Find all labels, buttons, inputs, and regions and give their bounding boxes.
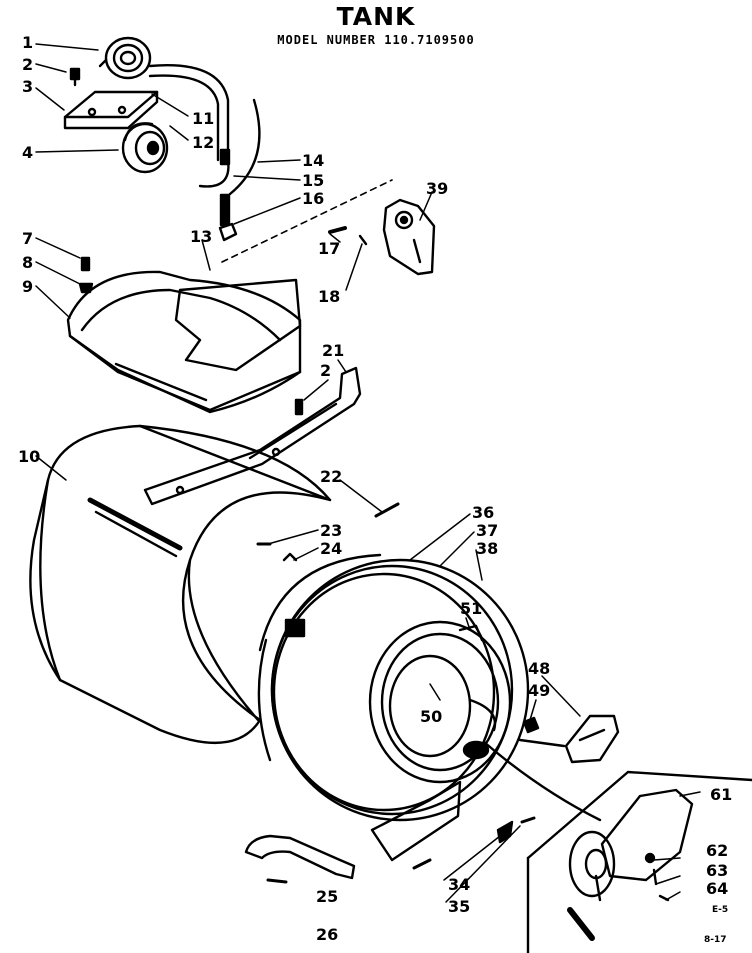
part-label-8: 8: [22, 253, 33, 272]
part-label-group: 1 2 3 4 7 8 9 10 11 12 13 14 15 16 17 18…: [18, 33, 732, 945]
part-label-7: 7: [22, 229, 33, 248]
model-number: MODEL NUMBER 110.7109500: [277, 33, 475, 47]
part-21-rail: [143, 366, 362, 506]
part-label-22: 22: [320, 467, 342, 486]
hose-14-15: [148, 64, 261, 227]
part-25-clamp: [244, 834, 356, 884]
part-1-shape: [98, 36, 152, 80]
part-label-61: 61: [710, 785, 732, 804]
bottom-bracket: [370, 780, 462, 862]
part-label-16: 16: [302, 189, 324, 208]
part-label-1: 1: [22, 33, 33, 52]
part-label-63: 63: [706, 861, 728, 880]
part-label-11: 11: [192, 109, 214, 128]
part-label-13: 13: [190, 227, 212, 246]
part-48-bracket: [564, 714, 620, 764]
part-label-2: 2: [22, 55, 33, 74]
part-label-36: 36: [472, 503, 494, 522]
part-label-49: 49: [528, 681, 550, 700]
bottom-screw: [412, 858, 432, 870]
part-label-9: 9: [22, 277, 33, 296]
part-label-12: 12: [192, 133, 214, 152]
part-36-38-front-tank: [257, 553, 530, 822]
inset-61-64: [526, 770, 752, 953]
part-label-64: 64: [706, 879, 728, 898]
part-label-2b: 2: [320, 361, 331, 380]
part-34-clip: [496, 820, 514, 844]
part-label-35: 35: [448, 897, 470, 916]
part-label-18: 18: [318, 287, 340, 306]
part-label-4: 4: [22, 143, 33, 162]
diagram-title: TANK: [336, 2, 416, 31]
part-9-top-cover: [66, 270, 302, 414]
part-7-screw: [80, 256, 91, 272]
part-10-tank: [29, 424, 332, 745]
harness-wire: [482, 740, 602, 822]
leader-lines: [35, 43, 701, 903]
part-label-14: 14: [302, 151, 324, 170]
part-24-clip: [282, 552, 298, 562]
part-35-screw: [520, 816, 536, 824]
part-22-pin: [374, 502, 400, 518]
part-13-fitting: [218, 222, 238, 242]
part-label-34: 34: [448, 875, 470, 894]
part-2b-screw: [294, 398, 304, 416]
part-2-screw: [69, 67, 81, 87]
part-17-screw: [328, 226, 347, 234]
part-label-26: 26: [316, 925, 338, 944]
part-4-wheel: [121, 122, 169, 174]
part-50-opening: [388, 654, 497, 760]
part-label-48: 48: [528, 659, 550, 678]
part-49-nut: [522, 716, 540, 734]
part-39-switch: [382, 198, 436, 276]
part-label-39: 39: [426, 179, 448, 198]
footer-page: 8-17: [704, 935, 727, 945]
part-label-10: 10: [18, 447, 40, 466]
leader-13-39: [221, 179, 393, 263]
part-label-21: 21: [322, 341, 344, 360]
part-label-23: 23: [320, 521, 342, 540]
part-51-gasket: [368, 620, 512, 784]
footer-code: E-5: [712, 905, 728, 915]
part-label-51: 51: [460, 599, 482, 618]
part-label-37: 37: [476, 521, 498, 540]
part-label-3: 3: [22, 77, 33, 96]
part-label-17: 17: [318, 239, 340, 258]
part-label-25: 25: [316, 887, 338, 906]
part-18-clip: [358, 234, 368, 246]
part-label-15: 15: [302, 171, 324, 190]
part-label-24: 24: [320, 539, 342, 558]
part-label-50: 50: [420, 707, 442, 726]
leader-48: [518, 738, 566, 748]
part-label-62: 62: [706, 841, 728, 860]
part-3-bracket: [63, 90, 159, 130]
part-label-38: 38: [476, 539, 498, 558]
